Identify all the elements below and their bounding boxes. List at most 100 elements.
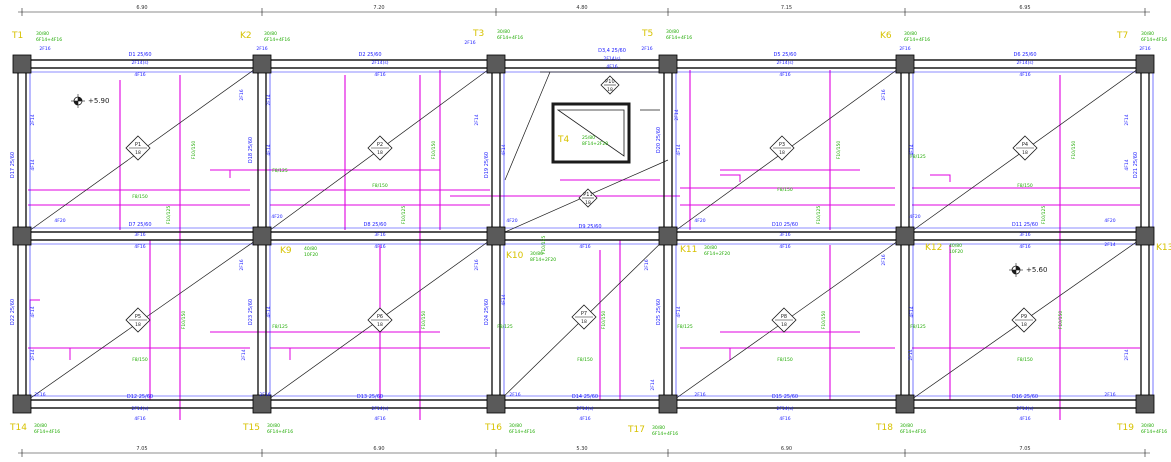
column-bars: 6F14+4F16 [497,35,523,41]
rebar-label: 2F16 [256,46,267,52]
rebar-label: 2F14 [674,109,680,120]
slab-rebar-label: F8/150 [372,183,388,189]
slab-rebar-label: F8/150 [132,194,148,200]
rebar-label: 4F16 [779,72,790,78]
rebar-label: 4F14 [501,144,507,155]
column [12,394,32,414]
slab-label: P4 [1022,142,1028,148]
slab-label: P1 [135,142,141,148]
rebar-label: 4F16 [779,244,790,250]
rebar-label: 2F16 [644,259,650,270]
slab-label: P6 [377,314,383,320]
rebar-label: 4F16 [134,244,145,250]
beam-label: D23 25/60 [248,299,254,325]
column-spec: 30/80 [497,29,510,35]
rebar-label: 4F16 [579,416,590,422]
rebar-hook [720,174,741,182]
rebar-label: 2F16 [694,392,705,398]
rebar-label: 4F16 [1019,416,1030,422]
rebar-label: 4F20 [694,218,705,224]
beam-label: D6 25/60 [1013,52,1036,58]
rebar-label: 4F16 [374,72,385,78]
column [658,54,678,74]
rebar-label: 4F14 [266,144,272,155]
column [658,226,678,246]
stair-opening [551,102,631,164]
rebar-label: 2F16 [881,254,887,265]
column-label: T4 [557,135,569,145]
rebar-label: 2F16 [39,46,50,52]
column-bars: 6F14+4F16 [267,429,293,435]
beam-label: D24 25/60 [484,299,490,325]
beam-label: D17 25/60 [10,152,16,178]
dimension-label: 7.05 [1019,446,1030,452]
rebar-label: 2F14(s) [776,406,793,412]
rebar-label: 4F20 [271,214,282,220]
column-bars: 8F14+2F20 [530,257,556,263]
slab-rebar-label: F10/125 [401,206,407,225]
rebar-label: 2F14 [908,349,914,360]
rebar-label: 4F14 [501,294,507,305]
beam-label: D16 25/60 [1012,394,1038,400]
slab-rebar-label: F8/150 [1017,357,1033,363]
rebar-label: 2F16 [239,89,245,100]
stair-outline [556,109,625,157]
dimension-label: 4.80 [576,5,587,11]
rebar-label: 2F14(s) [131,60,148,66]
column-spec: 30/80 [900,423,913,429]
beam-label: D15 25/60 [772,394,798,400]
column-spec: 30/80 [34,423,47,429]
rebar-label: 2F16 [881,89,887,100]
column [252,54,272,74]
dimension-label: 6.90 [136,5,147,11]
column-spec: 30/80 [267,423,280,429]
column-bars: 10F20 [304,252,318,258]
rebar-label: 2F14(s) [776,60,793,66]
column-bars: 6F14+4F16 [904,37,930,43]
column-spec: 30/80 [1141,423,1154,429]
column-spec: 30/80 [652,425,665,431]
rebar-label: 4F14 [30,159,36,170]
rebar-label: 2F14 [30,114,36,125]
rebar-label: 4F16 [1019,72,1030,78]
slab-thickness: 18 [779,150,785,156]
rebar-label: 2F14 [650,379,656,390]
beam-label: D10 25/60 [772,222,798,228]
slab-label: P10 [605,79,614,85]
dimension-label: 6.90 [781,446,792,452]
rebar-label: 2F14 [241,349,247,360]
column-label: K13 [1156,243,1171,253]
rebar-label: 4F14 [909,144,915,155]
column [486,226,506,246]
rebar-label: 4F16 [1019,244,1030,250]
column [658,394,678,414]
rebar-label: 2F16 [239,259,245,270]
column-bars: 6F14+4F16 [36,37,62,43]
rebar-label: 2F14(s) [371,406,388,412]
slab-thickness: 18 [1022,150,1028,156]
column-bars: 6F14+4F16 [652,431,678,437]
rebar-label: 2F16 [509,392,520,398]
dimension-label: 6.90 [373,446,384,452]
dimension-label: 6.95 [1019,5,1030,11]
beam-label: D14 25/60 [572,394,598,400]
slab-thickness: 18 [377,150,383,156]
beam-label: D7 25/60 [128,222,151,228]
column-label: K11 [680,245,697,255]
slab-rebar-label: F10/125 [541,236,547,255]
slab-rebar-label: F10/150 [1071,141,1077,160]
rebar-label: 2F16 [474,259,480,270]
column-label: T5 [641,29,653,39]
slab-rebar-label: F10/150 [1058,311,1064,330]
dimension-label: 7.15 [781,5,792,11]
rebar-label: 4F16 [779,416,790,422]
rebar-label: 2F16 [1139,46,1150,52]
column-label: T15 [242,423,260,433]
column-spec: 30/80 [264,31,277,37]
rebar-hook [720,347,731,360]
column-label: T16 [484,423,502,433]
column-spec: 30/80 [530,251,543,257]
column [895,394,915,414]
rebar-label: 3F16 [779,232,790,238]
